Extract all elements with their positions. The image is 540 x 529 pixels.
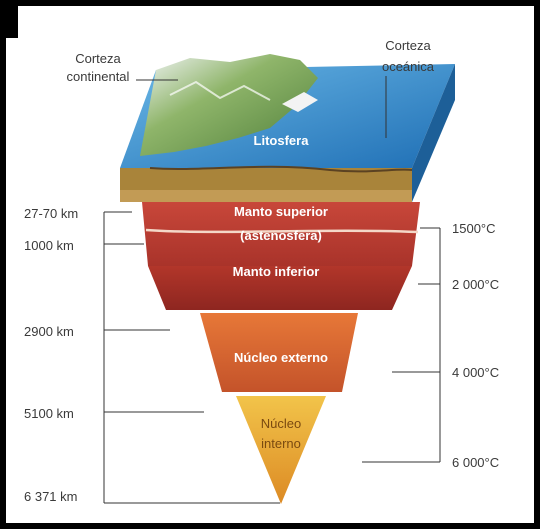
inner-core-label-2: interno [261,436,301,451]
depth-label-mantle: 2900 km [24,324,74,339]
upper-mantle-label-1: Manto superior [234,204,328,219]
inner-core-layer [236,396,326,504]
depth-label-outer-core: 5100 km [24,406,74,421]
inner-core-label-1: Núcleo [261,416,301,431]
temperature-label-upper-mantle: 1500°C [452,221,496,236]
upper-mantle-layer [142,202,420,266]
temperature-label-inner-core: 6 000°C [452,455,499,470]
temperature-label-outer-core: 4 000°C [452,365,499,380]
continental-crust-label-2: continental [67,69,130,84]
depth-label-upper-mantle: 1000 km [24,238,74,253]
continental-crust-label-1: Corteza [75,51,121,66]
oceanic-crust-label-2: oceánica [382,59,435,74]
depth-label-lithosphere: 27-70 km [24,206,78,221]
asthenosphere-band [145,228,419,234]
iceberg [282,92,318,112]
temperature-label-lower-mantle: 2 000°C [452,277,499,292]
outer-core-label: Núcleo externo [234,350,328,365]
lithosphere-block [120,54,455,202]
outer-core-layer [200,313,358,392]
depth-label-center: 6 371 km [24,489,77,504]
frame-corner [0,0,18,38]
lower-mantle-layer [148,266,412,310]
continent-mountains [140,54,318,156]
lower-mantle-label: Manto inferior [233,264,320,279]
upper-mantle-label-2: (astenosfera) [240,228,322,243]
lithosphere-label: Litosfera [254,133,310,148]
oceanic-crust-label-1: Corteza [385,38,431,53]
